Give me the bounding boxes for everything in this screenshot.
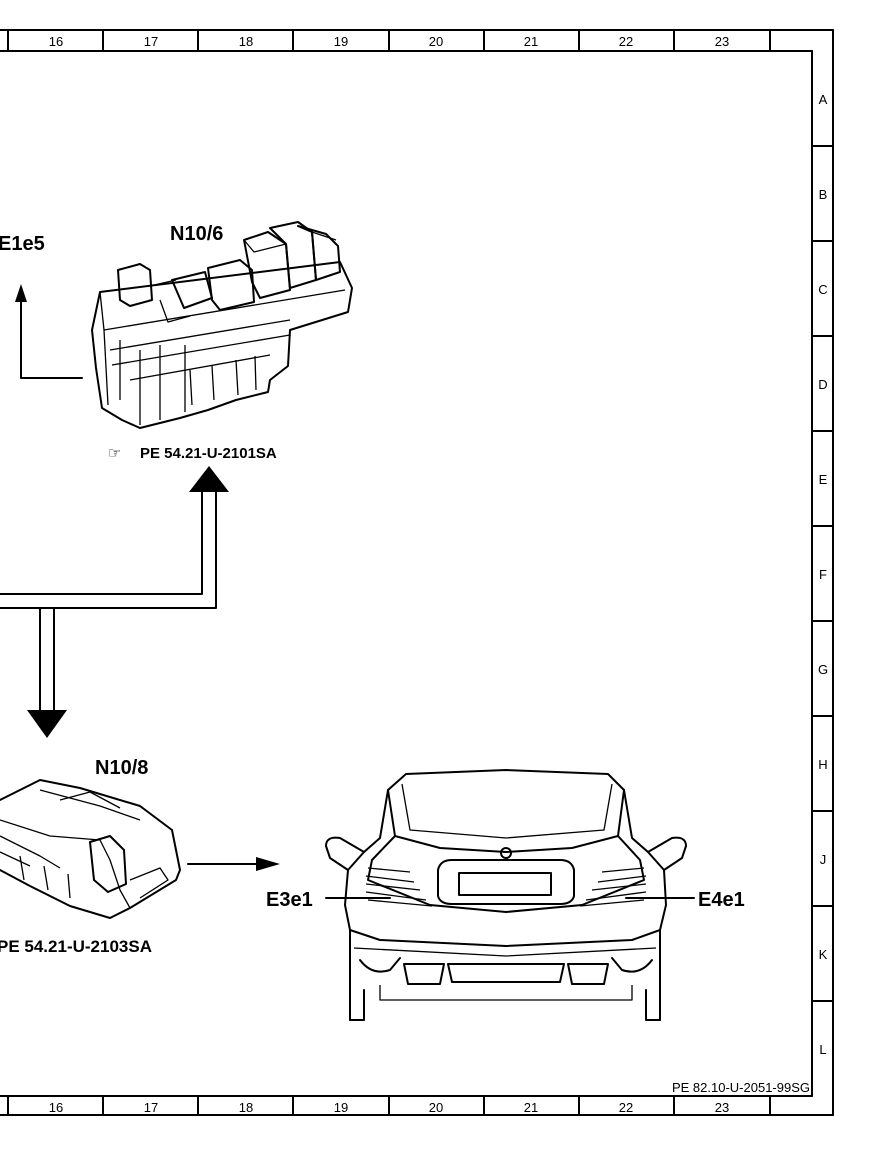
- grid-column-label: 23: [715, 34, 729, 49]
- e1e5-label: E1e5: [0, 233, 45, 255]
- e1e5-connection-arrow: [15, 284, 83, 379]
- double-line-connector: [0, 466, 229, 738]
- grid-row-label: F: [819, 567, 827, 582]
- lower-module-label: N10/8: [95, 757, 148, 779]
- grid-column-label: 20: [429, 34, 443, 49]
- grid-row-label: G: [818, 662, 828, 677]
- grid-row-label: D: [818, 377, 827, 392]
- lower-module-ref-text: PE 54.21-U-2103SA: [0, 937, 152, 956]
- grid-row-label: J: [820, 852, 827, 867]
- grid-column-label: 17: [144, 34, 158, 49]
- pointing-hand-icon: ☞: [108, 444, 121, 462]
- left-lamp-label: E3e1: [266, 889, 313, 911]
- grid-column-label: 16: [49, 1100, 63, 1115]
- drawing-frame: [0, 29, 834, 1116]
- vehicle-connection-arrow: [187, 857, 280, 871]
- grid-row-label: E: [819, 472, 828, 487]
- grid-row-label: B: [819, 187, 828, 202]
- grid-column-label: 20: [429, 1100, 443, 1115]
- grid-column-label: 18: [239, 1100, 253, 1115]
- grid-column-label: 23: [715, 1100, 729, 1115]
- vehicle-rear-view: [325, 769, 687, 1021]
- grid-column-label: 21: [524, 34, 538, 49]
- relay-module-label: N10/6: [170, 223, 223, 245]
- grid-column-label: 17: [144, 1100, 158, 1115]
- grid-row-label: H: [818, 757, 827, 772]
- grid-row-label: L: [819, 1042, 826, 1057]
- grid-row-label: A: [819, 92, 828, 107]
- grid-row-label: K: [819, 947, 828, 962]
- relay-module-drawing: [91, 221, 353, 429]
- grid-column-label: 19: [334, 1100, 348, 1115]
- relay-module-ref-text: PE 54.21-U-2101SA: [140, 445, 277, 462]
- grid-column-label: 22: [619, 34, 633, 49]
- grid-column-label: 16: [49, 34, 63, 49]
- right-lamp-label: E4e1: [698, 889, 745, 911]
- grid-column-label: 21: [524, 1100, 538, 1115]
- grid-row-label: C: [818, 282, 827, 297]
- relay-module-reference: ☞ PE 54.21-U-2101SA: [108, 444, 277, 462]
- grid-column-label: 19: [334, 34, 348, 49]
- drawing-number: PE 82.10-U-2051-99SG: [672, 1080, 810, 1095]
- grid-column-label: 18: [239, 34, 253, 49]
- lower-module-drawing: [0, 779, 181, 919]
- grid-column-label: 22: [619, 1100, 633, 1115]
